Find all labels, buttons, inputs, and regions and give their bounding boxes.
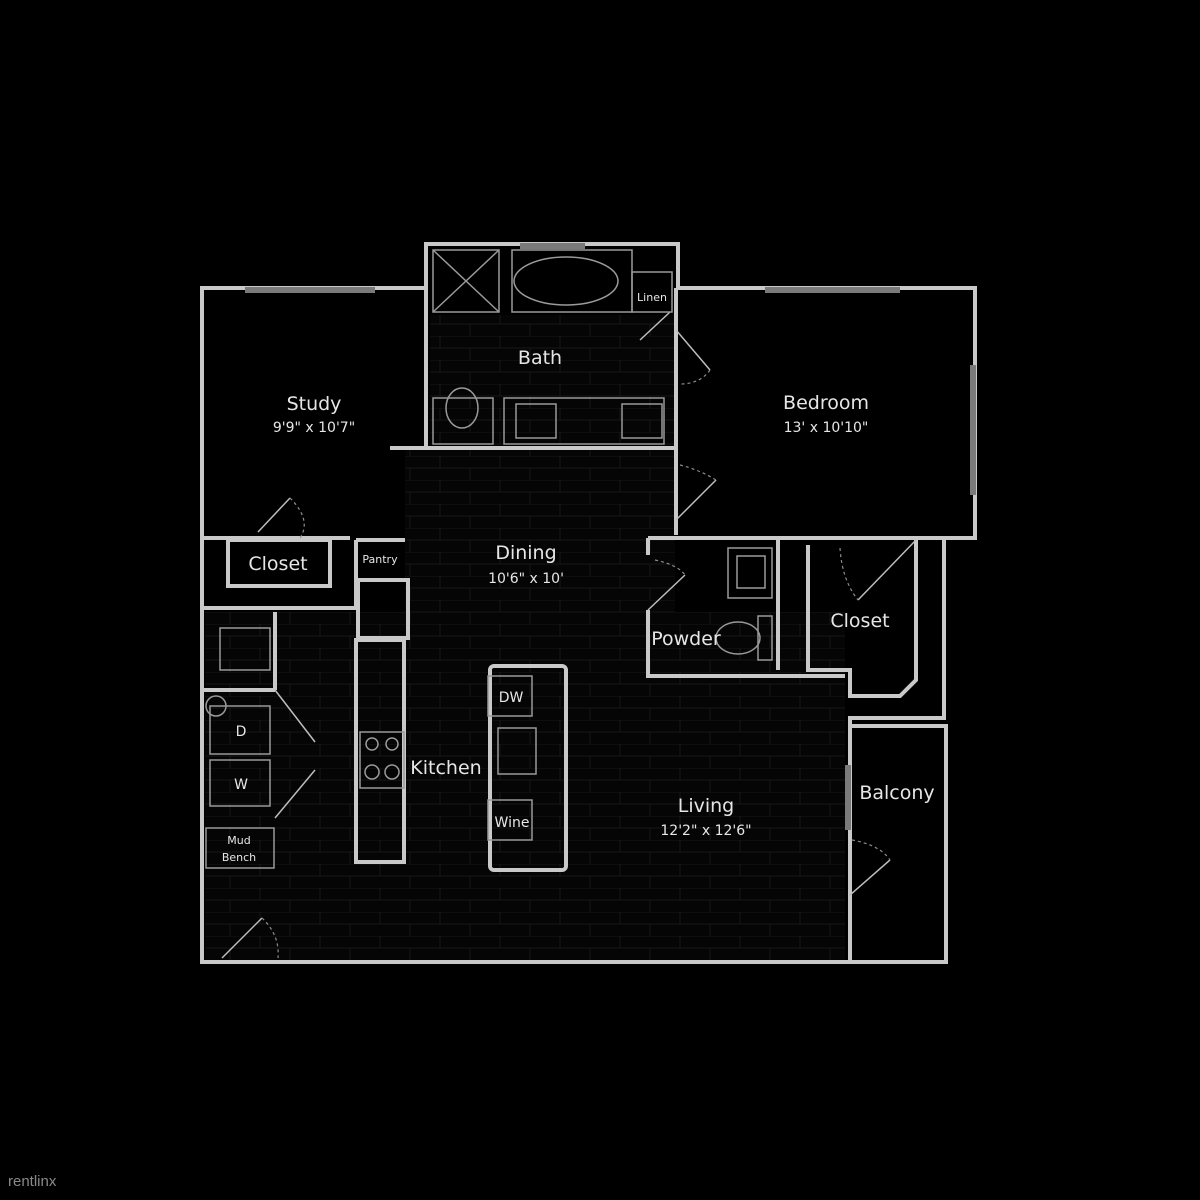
study-label: Study — [287, 393, 342, 415]
mud-bench-label-1: Mud — [227, 834, 250, 847]
kitchen-fixtures — [359, 664, 568, 872]
living-label: Living — [678, 795, 735, 817]
dryer-label: D — [236, 724, 247, 740]
bedroom-size: 13' x 10'10" — [784, 420, 869, 436]
bedroom-label: Bedroom — [783, 392, 869, 414]
study-closet-label: Closet — [248, 553, 307, 575]
room-labels: Study 9'9" x 10'7" Bath Linen Bedroom 13… — [248, 291, 934, 839]
dining-label: Dining — [495, 542, 556, 564]
mud-bench-label-2: Bench — [222, 851, 256, 864]
bath-fixtures — [432, 249, 673, 445]
linen-label: Linen — [637, 291, 667, 304]
doors — [221, 311, 917, 959]
appliance-labels: D W Mud Bench DW Wine — [222, 690, 530, 864]
dishwasher-label: DW — [499, 690, 524, 706]
laundry-fixtures — [205, 627, 275, 869]
bath-label: Bath — [518, 347, 562, 369]
windows — [245, 243, 976, 830]
study-size: 9'9" x 10'7" — [273, 420, 355, 436]
bedroom-closet-label: Closet — [830, 610, 889, 632]
dining-size: 10'6" x 10' — [488, 571, 564, 587]
pantry-label: Pantry — [362, 553, 398, 566]
flooring — [205, 315, 845, 960]
powder-fixtures — [715, 547, 773, 661]
balcony-label: Balcony — [859, 782, 934, 804]
washer-label: W — [234, 777, 248, 793]
living-size: 12'2" x 12'6" — [660, 823, 751, 839]
kitchen-label: Kitchen — [410, 757, 481, 779]
wine-label: Wine — [495, 815, 530, 831]
powder-label: Powder — [651, 628, 721, 650]
rentlinx-watermark: rentlinx — [8, 1173, 57, 1190]
